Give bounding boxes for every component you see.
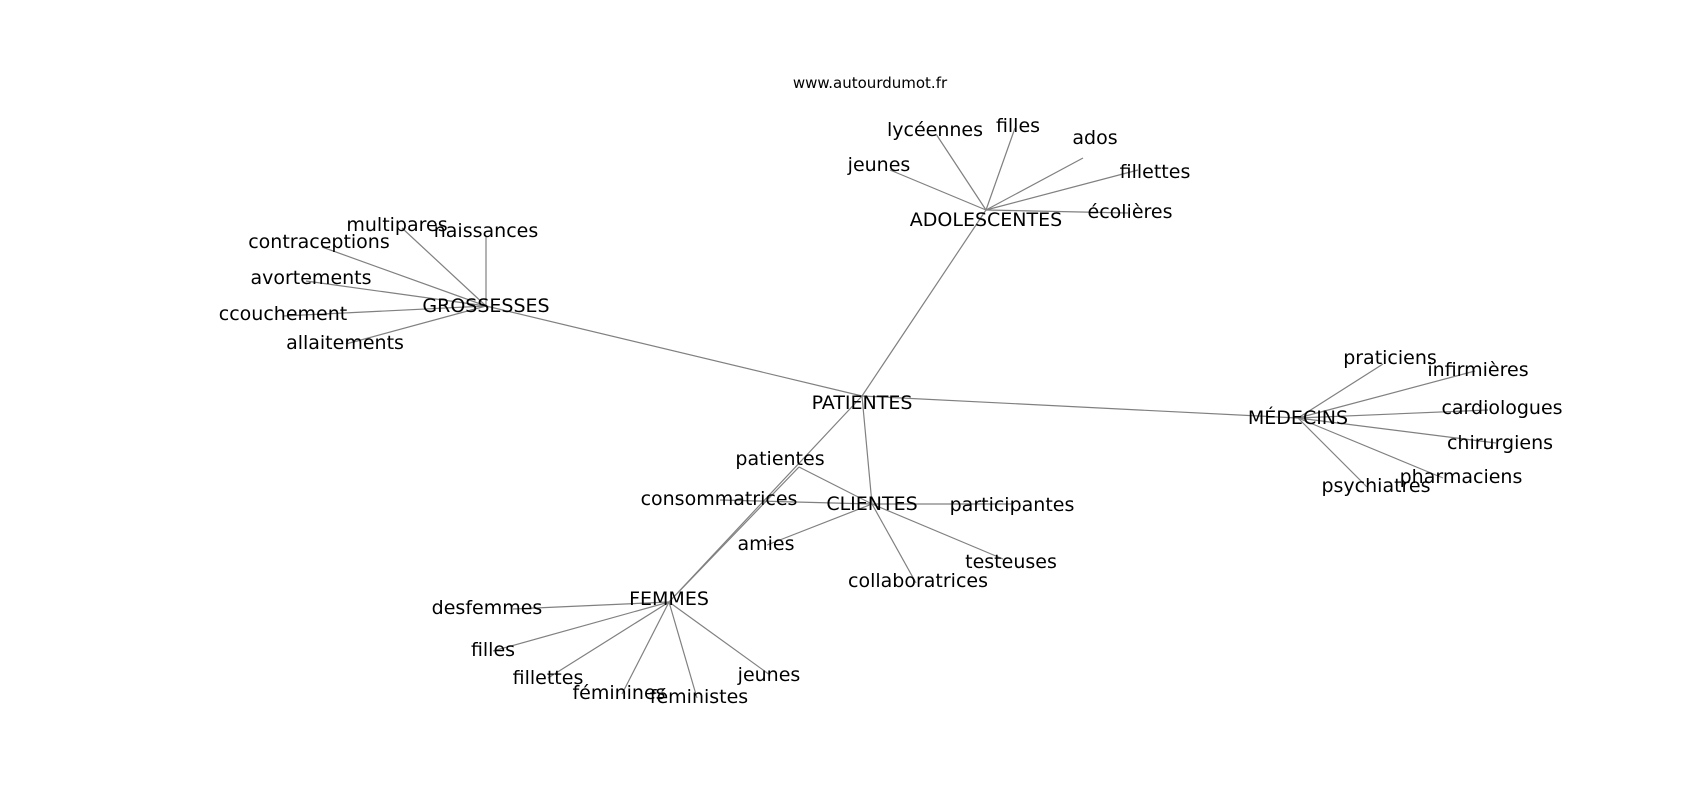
word-label-femmes-4: féministes <box>650 686 748 708</box>
edge-center-clientes <box>861 395 873 505</box>
word-label-clientes-5: collaboratrices <box>848 570 988 592</box>
word-label-clientes-4: testeuses <box>965 551 1057 573</box>
word-label-grossesses-2: contraceptions <box>248 231 390 253</box>
word-label-medecins-2: cardiologues <box>1441 397 1562 419</box>
edge-adolescentes-1 <box>935 133 987 211</box>
edge-femmes-0 <box>512 601 670 610</box>
word-label-grossesses-5: allaitements <box>286 332 404 354</box>
word-label-clientes-2: participantes <box>950 494 1075 516</box>
edge-grossesses-0 <box>401 227 487 307</box>
word-label-clientes-1: consommatrices <box>641 488 798 510</box>
word-label-grossesses-0: multipares <box>346 214 447 236</box>
edge-center-femmes <box>668 395 863 603</box>
word-label-grossesses-1: naissances <box>434 220 538 242</box>
word-label-adolescentes-5: écolières <box>1088 201 1173 223</box>
edge-clientes-0 <box>798 466 873 505</box>
edge-adolescentes-3 <box>985 157 1084 211</box>
edge-medecins-5 <box>1297 417 1368 488</box>
edge-center-adolescentes <box>861 209 987 397</box>
edge-grossesses-5 <box>345 305 487 345</box>
edge-femmes-3 <box>621 601 670 695</box>
word-label-grossesses-4: ccouchement <box>219 303 347 325</box>
edge-medecins-2 <box>1297 409 1489 419</box>
watermark: www.autourdumot.fr <box>793 74 948 92</box>
word-label-adolescentes-3: ados <box>1072 127 1117 149</box>
word-label-medecins-4: pharmaciens <box>1400 466 1523 488</box>
word-label-femmes-2: fillettes <box>513 667 584 689</box>
hub-label-femmes: FEMMES <box>629 588 709 610</box>
word-label-femmes-3: féminines <box>572 682 665 704</box>
hub-label-adolescentes: ADOLESCENTES <box>910 209 1062 231</box>
edge-clientes-5 <box>871 503 917 584</box>
edge-femmes-5 <box>668 601 771 676</box>
edge-femmes-2 <box>547 601 670 679</box>
hub-label-grossesses: GROSSESSES <box>422 295 549 317</box>
edge-medecins-0 <box>1297 363 1384 419</box>
edge-grossesses-4 <box>282 305 487 317</box>
word-label-femmes-5: jeunes <box>737 664 801 686</box>
word-label-grossesses-3: avortements <box>250 267 371 289</box>
word-label-clientes-0: patientes <box>735 448 824 470</box>
word-label-adolescentes-4: fillettes <box>1120 161 1191 183</box>
edge-medecins-3 <box>1297 417 1497 444</box>
edge-adolescentes-4 <box>985 169 1139 211</box>
word-label-medecins-5: psychiatres <box>1321 475 1430 497</box>
hub-label-medecins: MÉDECINS <box>1248 406 1348 429</box>
edge-center-grossesses <box>485 305 863 397</box>
word-label-medecins-0: praticiens <box>1343 347 1437 369</box>
word-label-femmes-0: desfemmes <box>432 597 543 619</box>
graph-edges <box>282 127 1497 699</box>
edge-extra-0 <box>668 466 800 603</box>
word-label-adolescentes-1: lycéennes <box>887 119 983 141</box>
edge-adolescentes-5 <box>985 209 1129 214</box>
word-label-adolescentes-0: jeunes <box>847 154 911 176</box>
edge-clientes-1 <box>719 499 873 505</box>
word-label-medecins-3: chirurgiens <box>1447 432 1553 454</box>
edge-grossesses-3 <box>305 280 487 307</box>
edge-clientes-3 <box>766 503 873 546</box>
edge-grossesses-2 <box>321 246 487 307</box>
word-label-medecins-1: infirmières <box>1427 359 1528 381</box>
edge-adolescentes-2 <box>985 127 1016 211</box>
word-label-adolescentes-2: filles <box>996 115 1040 137</box>
graph-labels: PATIENTES ADOLESCENTES jeunes lycéennes fill… <box>219 115 1563 708</box>
edge-center-medecins <box>861 395 1299 419</box>
word-label-clientes-3: amies <box>737 533 794 555</box>
word-label-femmes-1: filles <box>471 639 515 661</box>
edge-medecins-1 <box>1297 370 1476 419</box>
edge-adolescentes-0 <box>889 169 987 211</box>
center-node-label: PATIENTES <box>812 392 913 414</box>
hub-label-clientes: CLIENTES <box>826 493 917 515</box>
edge-femmes-1 <box>492 601 670 652</box>
edge-clientes-4 <box>871 503 1004 560</box>
edge-medecins-4 <box>1297 417 1444 479</box>
edge-femmes-4 <box>668 601 698 699</box>
